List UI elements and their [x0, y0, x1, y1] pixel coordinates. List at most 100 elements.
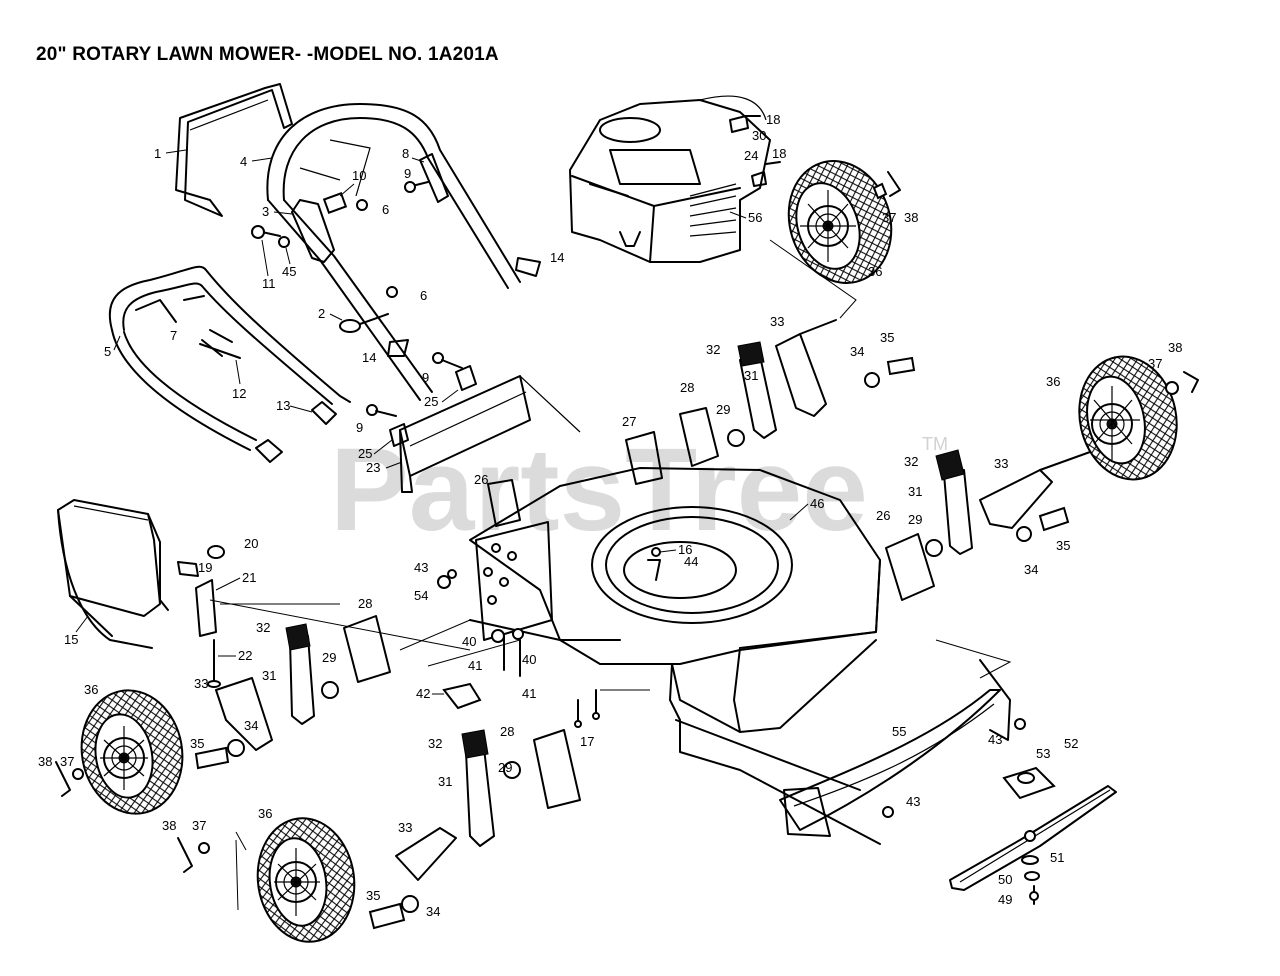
callout-29a: 29 — [716, 402, 730, 417]
height-adjuster-right-part[interactable] — [935, 449, 1091, 555]
callout-9c: 9 — [356, 420, 363, 435]
wheel-cap-part-right[interactable] — [1165, 371, 1199, 395]
callout-14b: 14 — [362, 350, 376, 365]
callout-28a: 28 — [680, 380, 694, 395]
engine-fasteners-part[interactable] — [729, 115, 781, 187]
callout-16: 16 — [678, 542, 692, 557]
handle-bracket-part[interactable] — [251, 192, 398, 298]
wheel-bracket-left-part[interactable] — [321, 615, 391, 699]
callout-46: 46 — [810, 496, 824, 511]
nut-43-part[interactable] — [437, 569, 1026, 818]
upper-handle-part[interactable] — [175, 83, 293, 217]
callout-33a: 33 — [770, 314, 784, 329]
callout-34b: 34 — [1024, 562, 1038, 577]
callout-32d: 32 — [428, 736, 442, 751]
wheel-cap-part[interactable] — [872, 171, 901, 200]
engine-part[interactable] — [569, 95, 771, 263]
callout-21: 21 — [242, 570, 256, 585]
wheel-bracket-lower-part[interactable] — [503, 729, 581, 809]
grass-catcher-frame-part[interactable] — [57, 499, 169, 649]
height-adjuster-upper-part[interactable] — [737, 319, 916, 439]
callout-17: 17 — [580, 734, 594, 749]
watermark: PartsTree — [330, 424, 868, 556]
callout-18a: 18 — [766, 112, 780, 127]
callout-40a: 40 — [462, 634, 476, 649]
eyebolt-part[interactable] — [339, 313, 389, 333]
rear-skirt-part[interactable] — [779, 659, 1011, 837]
callout-40b: 40 — [522, 652, 536, 667]
callout-31b: 31 — [908, 484, 922, 499]
callout-4: 4 — [240, 154, 247, 169]
callout-31a: 31 — [744, 368, 758, 383]
bolt-9-part[interactable] — [366, 352, 463, 417]
height-adjuster-left-part[interactable] — [194, 623, 315, 770]
callout-29b: 29 — [908, 512, 922, 527]
callout-36d: 36 — [258, 806, 272, 821]
callout-36a: 36 — [868, 264, 882, 279]
rear-deflector-part[interactable] — [389, 365, 581, 493]
callout-25b: 25 — [358, 446, 372, 461]
callout-7: 7 — [170, 328, 177, 343]
callout-41a: 41 — [468, 658, 482, 673]
callout-37d: 37 — [192, 818, 206, 833]
callout-32b: 32 — [904, 454, 918, 469]
callout-31c: 31 — [262, 668, 276, 683]
rear-door-hinge-part[interactable] — [177, 545, 225, 688]
callout-2: 2 — [318, 306, 325, 321]
blade-adapter-part[interactable] — [442, 619, 621, 710]
callout-12: 12 — [232, 386, 246, 401]
callout-38c: 38 — [38, 754, 52, 769]
wheel-bracket-upper-part[interactable] — [679, 407, 745, 467]
assembly-lines — [209, 239, 1012, 911]
callout-35b: 35 — [1056, 538, 1070, 553]
callout-34d: 34 — [426, 904, 440, 919]
bolt-17-part[interactable] — [574, 689, 600, 728]
callout-14a: 14 — [550, 250, 564, 265]
callout-33d: 33 — [398, 820, 412, 835]
callout-25a: 25 — [424, 394, 438, 409]
front-lower-wheel-part[interactable] — [250, 812, 362, 948]
blade-adapter-53-part[interactable] — [1002, 766, 1056, 800]
wheel-cap-lower-part[interactable] — [177, 837, 210, 873]
callout-55: 55 — [892, 724, 906, 739]
callout-30: 30 — [752, 128, 766, 143]
hinge-bracket-26-part[interactable] — [487, 479, 521, 527]
deck-front-housing-part[interactable] — [475, 521, 553, 641]
callout-32c: 32 — [256, 620, 270, 635]
callout-38a: 38 — [904, 210, 918, 225]
wheel-cap-left-part[interactable] — [55, 761, 84, 797]
callout-labels: 1 2 3 4 5 6 6 7 8 9 9 9 10 11 12 13 14 1… — [38, 112, 1182, 919]
rear-right-wheel-part[interactable] — [773, 148, 906, 297]
wheel-bracket-right-part[interactable] — [885, 533, 943, 601]
watermark-tm: TM — [922, 434, 948, 454]
callout-24: 24 — [744, 148, 758, 163]
callout-38d: 38 — [162, 818, 176, 833]
callout-53: 53 — [1036, 746, 1050, 761]
front-left-wheel-part[interactable] — [72, 682, 192, 821]
cable-clip-part[interactable] — [387, 257, 541, 357]
callout-41b: 41 — [522, 686, 536, 701]
callout-18b: 18 — [772, 146, 786, 161]
callout-56: 56 — [748, 210, 762, 225]
bracket-8-part[interactable] — [404, 153, 449, 203]
callout-29d: 29 — [498, 760, 512, 775]
callout-10: 10 — [352, 168, 366, 183]
bail-handle-part[interactable] — [108, 265, 351, 451]
callout-52: 52 — [1064, 736, 1078, 751]
callout-31d: 31 — [438, 774, 452, 789]
callout-9b: 9 — [422, 370, 429, 385]
bolt-41-part[interactable] — [491, 628, 524, 677]
blade-part[interactable] — [949, 785, 1117, 891]
callout-15: 15 — [64, 632, 78, 647]
callout-38b: 38 — [1168, 340, 1182, 355]
callout-45: 45 — [282, 264, 296, 279]
right-rear-wheel-part[interactable] — [1068, 347, 1188, 488]
callout-43b: 43 — [988, 732, 1002, 747]
blade-hardware-part[interactable] — [1021, 855, 1040, 905]
height-adjuster-lower-part[interactable] — [368, 729, 495, 930]
callout-54: 54 — [414, 588, 428, 603]
handle-knob-part[interactable] — [255, 401, 337, 463]
callout-42: 42 — [416, 686, 430, 701]
callout-9a: 9 — [404, 166, 411, 181]
